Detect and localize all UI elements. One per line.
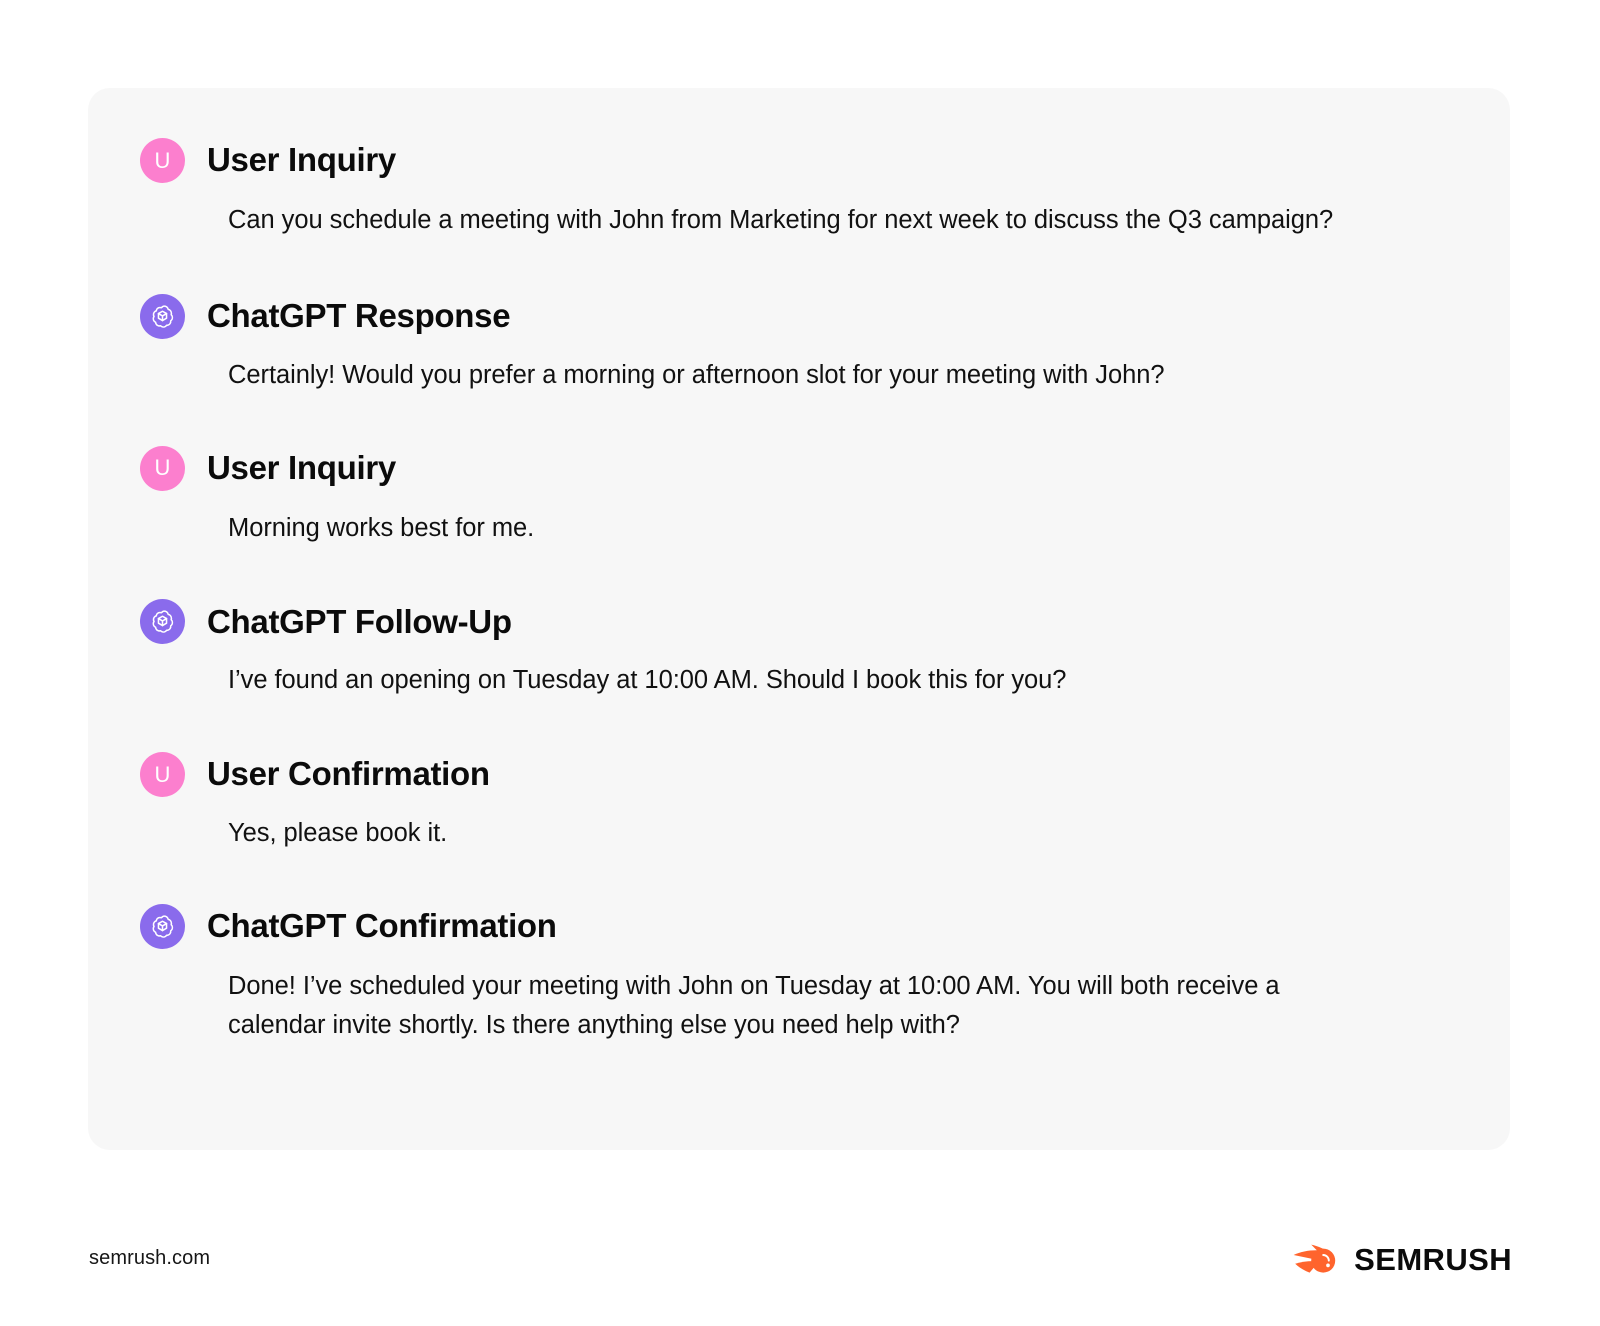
openai-logo-icon — [152, 305, 174, 328]
message-header: ChatGPT Response — [140, 293, 1450, 339]
message-body: Yes, please book it. — [228, 819, 448, 847]
conversation-message: ChatGPT Confirmation Done! I’ve schedule… — [140, 903, 1450, 1045]
message-body: Done! I’ve scheduled your meeting with J… — [228, 971, 1280, 1039]
message-title: ChatGPT Response — [207, 297, 511, 335]
openai-logo-icon — [152, 610, 174, 634]
chatgpt-avatar — [140, 599, 185, 645]
conversation-panel: U User Inquiry Can you schedule a meetin… — [88, 88, 1510, 1150]
message-title: User Inquiry — [207, 141, 396, 179]
message-header: ChatGPT Confirmation — [140, 903, 1450, 949]
message-title: User Inquiry — [207, 448, 396, 486]
message-header: U User Inquiry — [140, 138, 1450, 183]
conversation-message: ChatGPT Response Certainly! Would you pr… — [140, 293, 1450, 395]
message-body: Morning works best for me. — [228, 513, 535, 542]
conversation-message: U User Confirmation Yes, please book it. — [140, 752, 1450, 853]
conversation-message: ChatGPT Follow-Up I’ve found an opening … — [140, 599, 1450, 700]
message-title: ChatGPT Confirmation — [207, 907, 557, 945]
openai-logo-icon — [152, 915, 174, 938]
conversation-thread: U User Inquiry Can you schedule a meetin… — [140, 138, 1450, 1044]
message-header: ChatGPT Follow-Up — [140, 599, 1450, 645]
user-avatar-letter-u-icon: U — [154, 147, 171, 173]
message-body: Certainly! Would you prefer a morning or… — [228, 360, 1165, 389]
user-avatar: U — [140, 752, 185, 797]
user-avatar-letter-u-icon: U — [154, 455, 171, 480]
chatgpt-avatar — [140, 903, 185, 949]
semrush-wordmark: SEMRUSH — [1354, 1241, 1512, 1277]
semrush-brand: SEMRUSH — [1292, 1239, 1512, 1279]
semrush-logo-icon — [1293, 1244, 1336, 1273]
message-header: U User Confirmation — [140, 752, 1450, 797]
footer-site-url: semrush.com — [89, 1247, 211, 1269]
message-title: User Confirmation — [207, 755, 490, 793]
conversation-message: U User Inquiry Morning works best for me… — [140, 445, 1450, 548]
user-avatar-letter-u-icon: U — [154, 761, 171, 787]
user-avatar: U — [140, 445, 185, 491]
message-header: U User Inquiry — [140, 445, 1450, 491]
message-body: Can you schedule a meeting with John fro… — [228, 206, 1334, 234]
chatgpt-avatar — [140, 293, 185, 339]
message-body: I’ve found an opening on Tuesday at 10:0… — [228, 666, 1067, 695]
message-title: ChatGPT Follow-Up — [207, 602, 512, 640]
user-avatar: U — [140, 138, 185, 183]
footer: semrush.com SEMRUSH — [0, 1235, 1600, 1295]
conversation-message: U User Inquiry Can you schedule a meetin… — [140, 138, 1450, 240]
